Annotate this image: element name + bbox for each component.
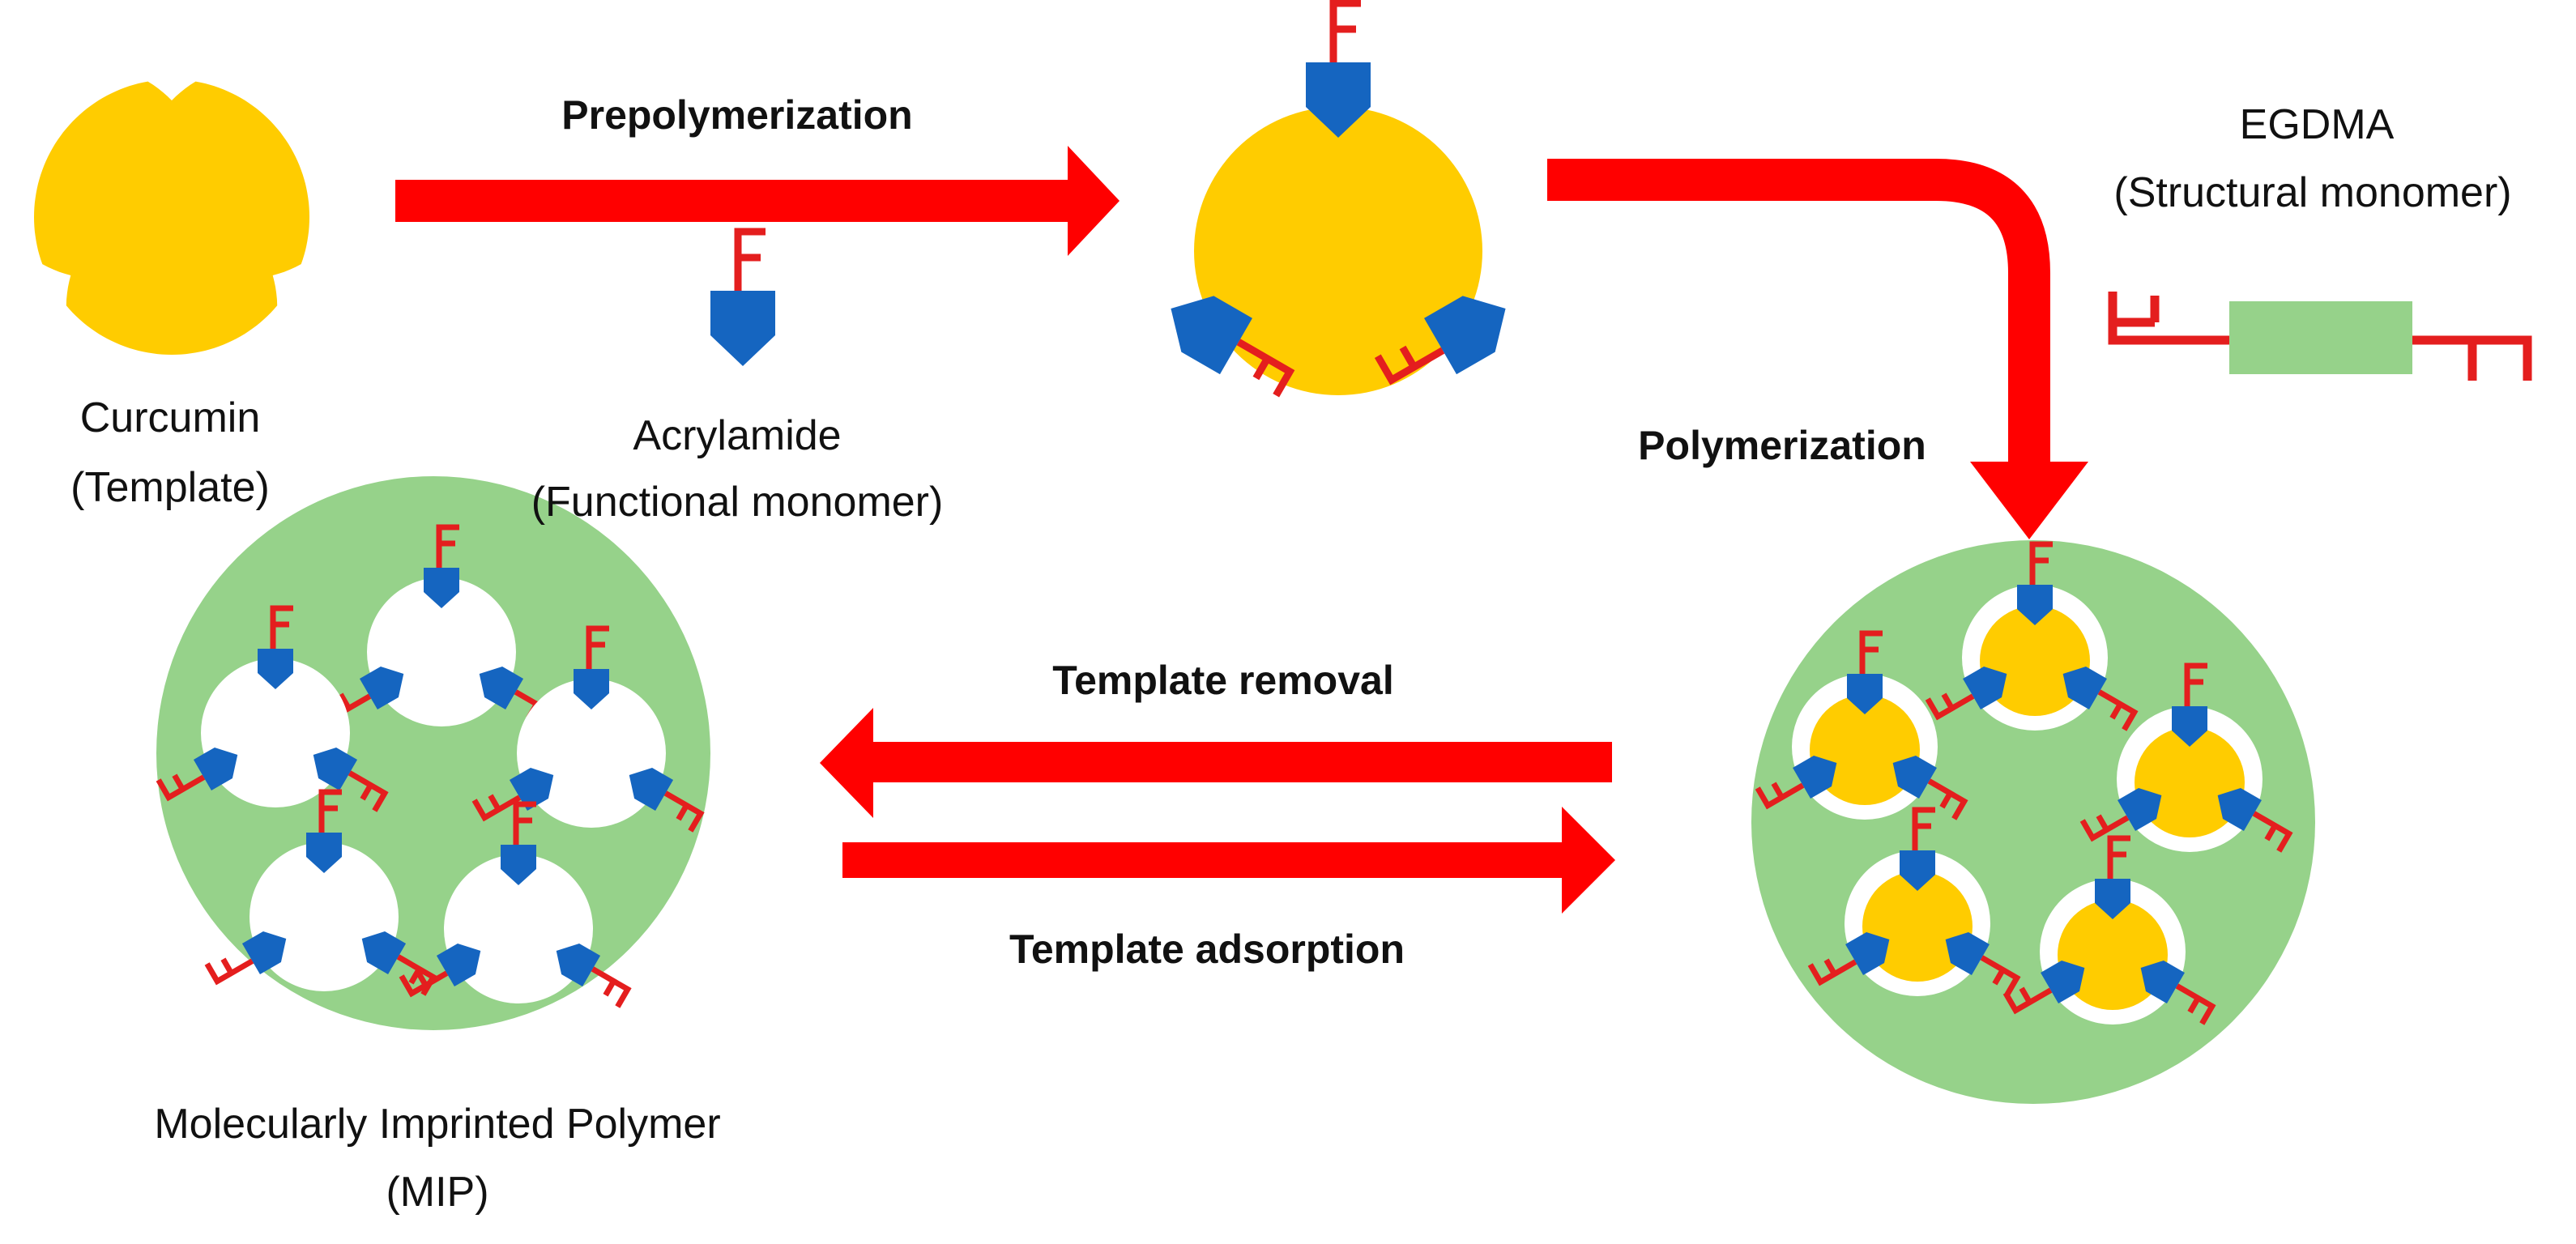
filled-cavity (1810, 810, 2025, 996)
template-label: (Template) (70, 464, 270, 511)
polymerization-arrow (1547, 159, 2088, 539)
bound-template (2058, 900, 2168, 1010)
polymer-with-template-particle (1751, 540, 2315, 1104)
acrylamide-label: Acrylamide (633, 412, 842, 459)
bound-template (2135, 727, 2245, 837)
prepolymerization-arrow (395, 146, 1120, 256)
template-removal-arrow (820, 708, 1612, 818)
mip-label: Molecularly Imprinted Polymer (154, 1101, 721, 1148)
functional-monomer-label: (Functional monomer) (531, 479, 944, 526)
egdma-crosslinker-icon (2108, 292, 2532, 381)
egdma-label: EGDMA (2239, 101, 2395, 148)
empty-cavity (325, 527, 559, 730)
empty-cavity (402, 804, 636, 1007)
filled-cavity (2083, 666, 2297, 852)
empty-cavity (207, 792, 441, 995)
bound-template (1810, 695, 1920, 805)
structural-monomer-label: (Structural monomer) (2113, 169, 2512, 216)
mip-particle (156, 476, 710, 1030)
acrylamide-monomer-icon (710, 232, 775, 366)
polymerization-label: Polymerization (1638, 423, 1926, 468)
filled-cavity (1928, 544, 2143, 731)
bound-template (1862, 871, 1973, 982)
filled-cavity (1758, 633, 1973, 820)
prepolymerization-label: Prepolymerization (561, 92, 913, 138)
bound-template (1980, 606, 2090, 716)
curcumin-label: Curcumin (79, 394, 261, 441)
template-monomer-complex (1154, 3, 1521, 404)
mip-abbr-label: (MIP) (386, 1169, 489, 1216)
template-removal-label: Template removal (1052, 658, 1394, 703)
filled-cavity (2006, 838, 2220, 1025)
curcumin-template-shape (34, 81, 309, 355)
template-adsorption-label: Template adsorption (1009, 927, 1405, 972)
template-adsorption-arrow (842, 807, 1615, 914)
empty-cavity (159, 608, 393, 811)
empty-cavity (475, 628, 709, 831)
